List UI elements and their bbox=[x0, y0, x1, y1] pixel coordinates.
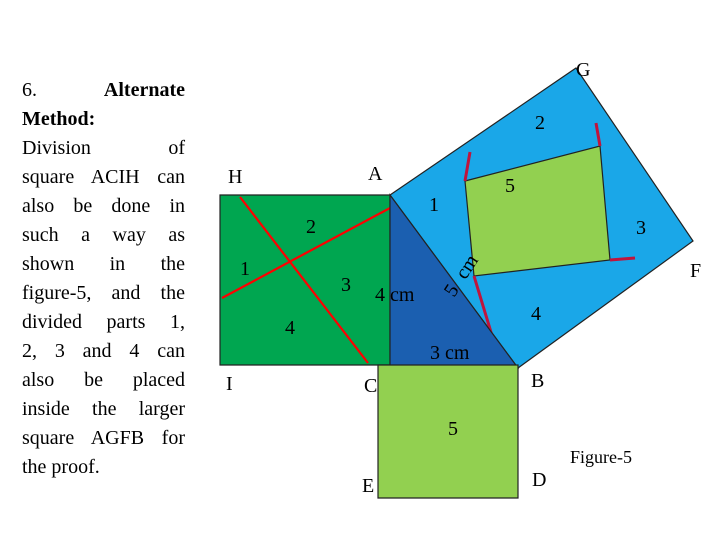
cut-line-1 bbox=[463, 151, 472, 182]
cut-line-2 bbox=[594, 122, 602, 147]
vertex-label-F: F bbox=[690, 260, 701, 282]
text-fragment: of bbox=[168, 137, 185, 159]
large-square-label-3: 3 bbox=[636, 217, 646, 239]
text-fragment: figure-5, and the bbox=[22, 282, 185, 304]
small-square-part-label-2: 2 bbox=[306, 216, 316, 238]
figure-caption: Figure-5 bbox=[570, 447, 632, 467]
text-line: figure-5, and the bbox=[22, 279, 185, 308]
vertex-label-D: D bbox=[532, 469, 546, 491]
small-square-part-label-1: 1 bbox=[240, 258, 250, 280]
text-line: 2, 3 and 4 can bbox=[22, 337, 185, 366]
large-square-label-4: 4 bbox=[531, 303, 541, 325]
dividing-line-2 bbox=[221, 207, 391, 299]
vertex-label-H: H bbox=[228, 166, 242, 188]
vertical-leg-label: 4 cm bbox=[375, 284, 415, 306]
square-CBDE bbox=[377, 364, 519, 499]
text-fragment: square AGFB for bbox=[22, 427, 185, 449]
large-square-label-5: 5 bbox=[505, 175, 515, 197]
cut-line-3 bbox=[609, 256, 636, 262]
vertex-label-I: I bbox=[226, 373, 233, 395]
text-line: also be placed bbox=[22, 366, 185, 395]
text-fragment: square ACIH can bbox=[22, 166, 185, 188]
bottom-square-label-5: 5 bbox=[448, 418, 458, 440]
small-square-part-label-4: 4 bbox=[285, 317, 295, 339]
text-line: Division of bbox=[22, 134, 185, 163]
large-square-label-2: 2 bbox=[535, 112, 545, 134]
text-fragment: inside the larger bbox=[22, 398, 185, 420]
text-line: also be done in bbox=[22, 192, 185, 221]
text-line: square AGFB for bbox=[22, 424, 185, 453]
text-fragment: divided parts 1, bbox=[22, 311, 185, 333]
text-line: such a way as bbox=[22, 221, 185, 250]
text-line: 6. Alternate bbox=[22, 76, 185, 105]
text-fragment: shown in the bbox=[22, 253, 185, 275]
text-line: the proof. bbox=[22, 453, 185, 482]
text-fragment: the proof. bbox=[22, 456, 100, 478]
text-fragment: also be placed bbox=[22, 369, 185, 391]
text-line: divided parts 1, bbox=[22, 308, 185, 337]
text-fragment: 2, 3 and 4 can bbox=[22, 340, 185, 362]
text-fragment: Alternate bbox=[103, 79, 185, 101]
dividing-line-1 bbox=[239, 196, 369, 364]
vertex-label-G: G bbox=[576, 59, 590, 81]
horizontal-leg-label: 3 cm bbox=[430, 342, 470, 364]
text-fragment: 6. bbox=[22, 79, 37, 101]
small-square-part-label-3: 3 bbox=[341, 274, 351, 296]
text-line: shown in the bbox=[22, 250, 185, 279]
text-line: inside the larger bbox=[22, 395, 185, 424]
vertex-label-B: B bbox=[531, 370, 544, 392]
text-fragment: also be done in bbox=[22, 195, 185, 217]
text-line: Method: bbox=[22, 105, 185, 134]
vertex-label-C: C bbox=[364, 375, 377, 397]
text-fragment: Division bbox=[22, 137, 91, 159]
text-fragment: such a way as bbox=[22, 224, 185, 246]
text-line: square ACIH can bbox=[22, 163, 185, 192]
vertex-label-A: A bbox=[368, 163, 383, 185]
text-fragment: Method: bbox=[22, 108, 96, 130]
vertex-label-E: E bbox=[362, 475, 374, 497]
hyp-square-part-label-1: 1 bbox=[429, 194, 439, 216]
